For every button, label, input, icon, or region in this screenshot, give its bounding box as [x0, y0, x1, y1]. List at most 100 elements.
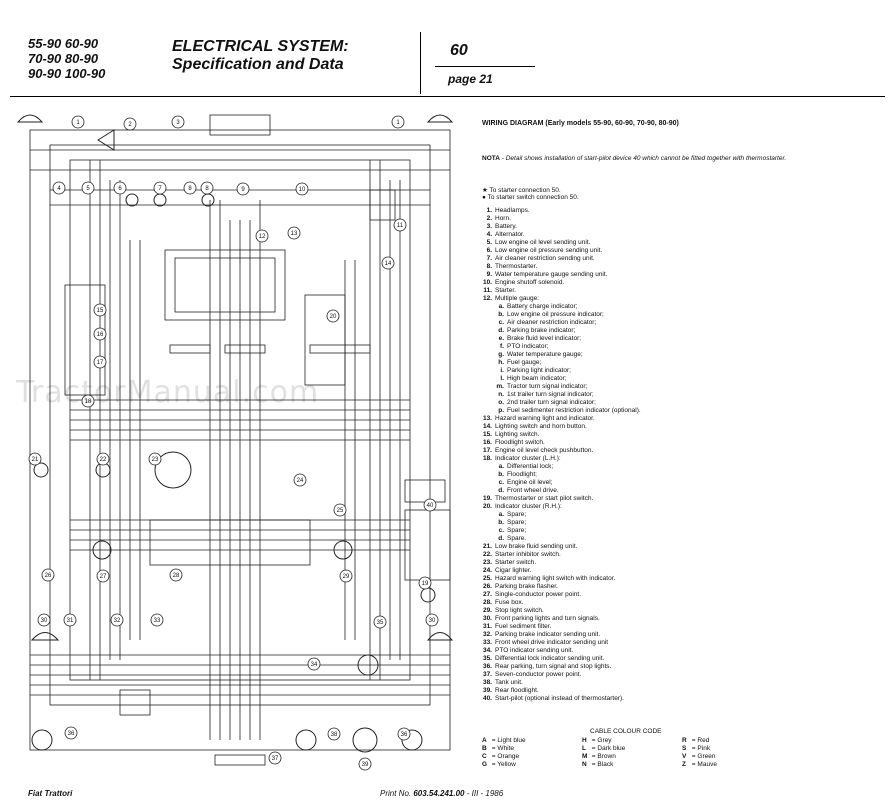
callout-label: 7 [158, 186, 162, 192]
legend-item-number: 22. [482, 551, 492, 558]
legend-item: c.Air cleaner restriction indicator; [482, 319, 641, 327]
callout-13: 13 [287, 226, 301, 240]
callout-30b: 30 [425, 613, 439, 627]
legend-item-number: 33. [482, 639, 492, 646]
colour-code-letter: S [682, 745, 687, 752]
callout-23: 23 [148, 452, 162, 466]
legend-item-text: Parking brake flasher. [495, 583, 558, 590]
callout-label: 23 [152, 457, 159, 463]
colour-code-item: S = Pink [682, 745, 782, 753]
callout-label: 32 [114, 618, 121, 624]
colour-code-item: M = Brown [582, 753, 682, 761]
legend-item-text: Front parking lights and turn signals. [495, 615, 600, 622]
colour-code-letter: M [582, 753, 588, 760]
legend-item: n.1st trailer turn signal indicator; [482, 391, 641, 399]
legend-item-text: Spare; [507, 511, 527, 518]
callout-34: 34 [307, 657, 321, 671]
legend-item-number: 37. [482, 671, 492, 678]
model-list: 55-90 60-90 70-90 80-90 90-90 100-90 [28, 36, 105, 81]
callout-label: 16 [97, 332, 104, 338]
callout-17: 17 [93, 355, 107, 369]
legend-item-text: Low engine oil level sending unit. [495, 239, 591, 246]
legend-item-number: 4. [486, 231, 492, 238]
callout-19: 19 [418, 576, 432, 590]
callout-label: 11 [397, 223, 404, 229]
colour-code-letter: V [682, 753, 687, 760]
legend-item-text: Hazard warning light and indicator. [495, 415, 595, 422]
callout-36: 36 [64, 726, 78, 740]
colour-code-item: R = Red [682, 737, 782, 745]
legend-item: 8.Thermostarter. [482, 263, 641, 271]
legend-item-number: 32. [482, 631, 492, 638]
wiring-diagram: 1 2 3 1 4 5 6 7 8 8 9 10 11 12 13 14 15 … [16, 114, 454, 771]
legend-item-number: c. [498, 479, 504, 486]
nota-text: - Detail shows installation of start-pil… [499, 155, 787, 162]
callout-16: 16 [93, 327, 107, 341]
callout-label: 24 [297, 478, 304, 484]
legend-item: 23.Starter switch. [482, 559, 641, 567]
legend-item-text: Stop light switch. [495, 607, 544, 614]
legend-item-text: Lighting switch. [495, 431, 540, 438]
legend-item-text: High beam indicator; [507, 375, 567, 382]
legend-item-number: 11. [483, 287, 492, 294]
callout-label: 21 [32, 457, 39, 463]
legend-item: 39.Rear floodlight. [482, 687, 641, 695]
callout-label: 19 [422, 581, 429, 587]
callout-11: 11 [393, 218, 407, 232]
legend-item-text: Low engine oil pressure indicator; [507, 311, 604, 318]
callout-label: 14 [385, 261, 392, 267]
colour-code-item: G = Yellow [482, 761, 582, 769]
legend-item-number: 18. [482, 455, 492, 462]
legend-item-number: 20. [482, 503, 492, 510]
callout-label: 1 [76, 120, 80, 126]
colour-code-name: Grey [597, 737, 612, 744]
callout-label: 28 [173, 573, 180, 579]
legend-item: 1.Headlamps. [482, 207, 641, 215]
legend-item-number: l. [500, 375, 504, 382]
colour-code-letter: G [482, 761, 488, 768]
legend-item-number: 40. [482, 695, 492, 702]
legend-item-number: h. [498, 359, 504, 366]
callout-22: 22 [96, 452, 110, 466]
legend-item-text: Fuse box. [495, 599, 524, 606]
callout-label: 13 [291, 231, 298, 237]
callout-37: 37 [268, 751, 282, 765]
legend-item: 17.Engine oil level check pushbutton. [482, 447, 641, 455]
colour-code-letter: N [582, 761, 587, 768]
legend-item-number: a. [498, 511, 504, 518]
legend-item-number: 2. [486, 215, 492, 222]
star-note-text: To starter connection 50. [489, 187, 561, 194]
legend-item-number: n. [498, 391, 504, 398]
legend-item-number: 8. [486, 263, 492, 270]
legend-item-text: Headlamps. [495, 207, 530, 214]
legend-item: 36.Rear parking, turn signal and stop li… [482, 663, 641, 671]
callout-25: 25 [333, 503, 347, 517]
colour-code-item: B = White [482, 745, 582, 753]
legend-item-number: 5. [486, 239, 492, 246]
callout-1: 1 [71, 115, 85, 129]
callout-label: 6 [118, 186, 122, 192]
callout-40: 40 [423, 498, 437, 512]
legend-item-number: p. [498, 407, 504, 414]
callout-29: 29 [339, 569, 353, 583]
colour-code-name: Orange [497, 753, 520, 760]
colour-code-item: N = Black [582, 761, 682, 769]
legend-item: h.Fuel gauge; [482, 359, 641, 367]
legend-item-text: Battery. [495, 223, 517, 230]
legend-item-number: 16. [482, 439, 492, 446]
legend-item-number: 27. [482, 591, 492, 598]
legend-item-text: Spare. [507, 535, 527, 542]
legend-item: 3.Battery. [482, 223, 641, 231]
section-underline [435, 66, 535, 67]
legend-item: 15.Lighting switch. [482, 431, 641, 439]
callout-label: 25 [337, 508, 344, 514]
legend-item-text: Tractor turn signal indicator; [507, 383, 588, 390]
callout-14: 14 [381, 256, 395, 270]
legend-item-number: 19. [482, 495, 492, 502]
legend-item: 2.Horn. [482, 215, 641, 223]
legend-item: 10.Engine shutoff solenoid. [482, 279, 641, 287]
legend-item-text: Water temperature gauge sending unit. [495, 271, 608, 278]
legend-item-text: Water temperature gauge; [507, 351, 583, 358]
callout-31: 31 [63, 613, 77, 627]
